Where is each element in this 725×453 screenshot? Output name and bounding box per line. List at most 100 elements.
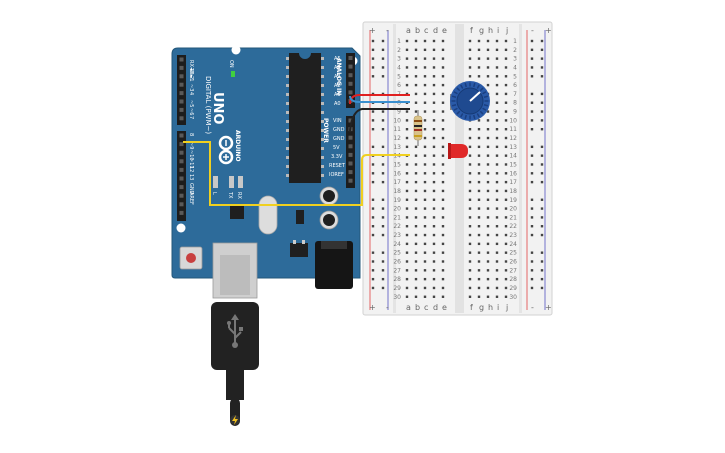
breadboard-hole[interactable] [495,57,499,60]
breadboard-hole[interactable] [495,269,499,272]
breadboard-hole[interactable] [423,110,427,113]
rail-hole[interactable] [371,66,375,69]
breadboard-hole[interactable] [423,92,427,96]
breadboard-hole[interactable] [405,163,409,166]
rail-hole[interactable] [530,180,534,184]
breadboard-hole[interactable] [495,154,499,157]
rail-hole[interactable] [540,172,544,175]
breadboard-hole[interactable] [423,83,427,87]
header-pin[interactable] [179,107,184,112]
header-pin[interactable] [179,74,184,79]
breadboard-hole[interactable] [495,48,499,52]
breadboard-hole[interactable] [504,198,508,201]
breadboard-hole[interactable] [504,180,508,184]
rail-hole[interactable] [530,233,534,237]
breadboard-hole[interactable] [486,57,490,60]
breadboard-hole[interactable] [504,101,508,104]
breadboard-hole[interactable] [495,145,499,149]
breadboard-hole[interactable] [495,128,499,131]
breadboard-hole[interactable] [477,269,481,272]
rail-hole[interactable] [540,75,544,78]
breadboard-hole[interactable] [468,163,472,166]
breadboard-hole[interactable] [423,277,427,281]
rail-hole[interactable] [540,180,544,184]
breadboard-hole[interactable] [486,110,490,113]
breadboard-hole[interactable] [495,295,499,298]
breadboard-hole[interactable] [495,225,499,228]
breadboard-hole[interactable] [405,172,409,175]
header-pin[interactable] [179,193,184,198]
potentiometer[interactable] [450,81,490,121]
breadboard-hole[interactable] [405,189,409,193]
breadboard-hole[interactable] [504,295,508,298]
rail-hole[interactable] [381,57,385,60]
rail-hole[interactable] [540,145,544,149]
breadboard-hole[interactable] [414,154,418,157]
breadboard-hole[interactable] [477,48,481,52]
breadboard-hole[interactable] [414,251,418,254]
breadboard-hole[interactable] [477,66,481,69]
breadboard-hole[interactable] [414,180,418,184]
breadboard-hole[interactable] [486,295,490,298]
breadboard-hole[interactable] [432,207,436,210]
breadboard-hole[interactable] [504,225,508,228]
breadboard-hole[interactable] [477,145,481,149]
power-header[interactable] [346,116,355,188]
breadboard-hole[interactable] [423,242,427,246]
breadboard-hole[interactable] [423,154,427,157]
led[interactable] [448,143,468,159]
breadboard-hole[interactable] [486,233,490,237]
rail-hole[interactable] [381,180,385,184]
breadboard-hole[interactable] [414,216,418,219]
breadboard-hole[interactable] [405,242,409,246]
breadboard-hole[interactable] [486,163,490,166]
header-pin[interactable] [348,118,353,123]
breadboard-hole[interactable] [414,110,418,113]
breadboard-hole[interactable] [486,119,490,122]
breadboard-hole[interactable] [432,189,436,193]
breadboard-hole[interactable] [486,83,490,87]
breadboard-hole[interactable] [495,83,499,87]
breadboard-hole[interactable] [486,172,490,175]
digital-header-bottom[interactable] [177,131,186,221]
breadboard-hole[interactable] [423,57,427,60]
breadboard-hole[interactable] [432,48,436,52]
breadboard-hole[interactable] [414,269,418,272]
breadboard-hole[interactable] [414,145,418,149]
breadboard-hole[interactable] [495,277,499,281]
breadboard-hole[interactable] [432,251,436,254]
breadboard-hole[interactable] [432,92,436,96]
breadboard-hole[interactable] [423,286,427,290]
header-pin[interactable] [179,150,184,155]
rail-hole[interactable] [540,198,544,201]
breadboard-hole[interactable] [495,136,499,140]
rail-hole[interactable] [540,163,544,166]
header-pin[interactable] [348,161,353,166]
rail-hole[interactable] [530,128,534,131]
header-pin[interactable] [179,176,184,181]
breadboard-hole[interactable] [495,172,499,175]
breadboard-hole[interactable] [486,242,490,246]
header-pin[interactable] [179,99,184,104]
breadboard-hole[interactable] [414,39,418,43]
rail-hole[interactable] [540,260,544,263]
breadboard-hole[interactable] [414,57,418,60]
breadboard-hole[interactable] [423,39,427,43]
header-pin[interactable] [179,57,184,62]
breadboard-hole[interactable] [486,207,490,210]
rail-hole[interactable] [381,163,385,166]
breadboard-hole[interactable] [423,172,427,175]
rail-hole[interactable] [371,48,375,52]
breadboard-hole[interactable] [504,48,508,52]
rail-hole[interactable] [371,286,375,290]
breadboard-hole[interactable] [468,180,472,184]
rail-hole[interactable] [371,163,375,166]
breadboard-hole[interactable] [432,163,436,166]
breadboard-hole[interactable] [414,172,418,175]
header-pin[interactable] [348,144,353,149]
rail-hole[interactable] [371,128,375,131]
breadboard-hole[interactable] [423,66,427,69]
rail-hole[interactable] [540,154,544,157]
breadboard-hole[interactable] [486,251,490,254]
rail-hole[interactable] [530,101,534,104]
